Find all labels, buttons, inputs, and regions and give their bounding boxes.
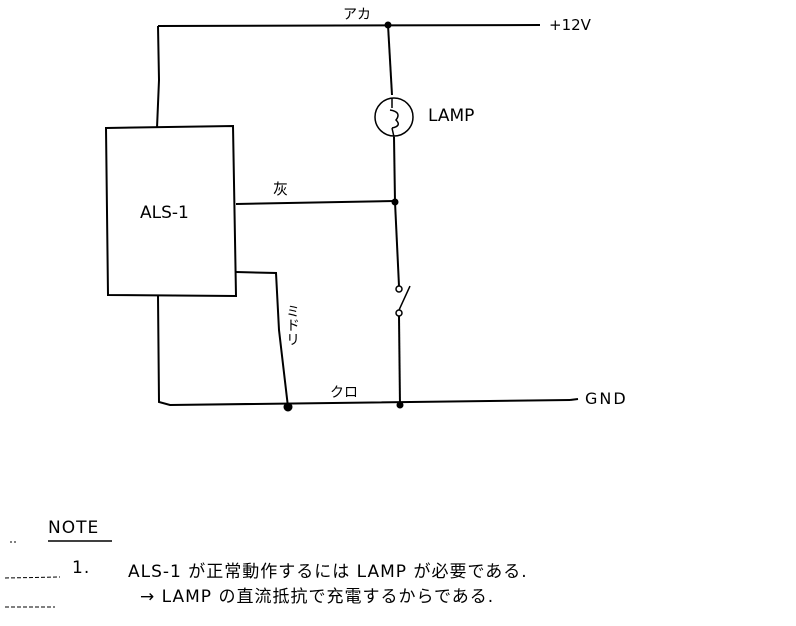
wire-label-gray: 灰 <box>273 180 289 198</box>
wire-switch-top <box>394 201 400 287</box>
note-heading: NOTE <box>48 518 100 538</box>
als1-box <box>104 124 238 298</box>
wire-red <box>157 24 541 27</box>
switch-lever <box>398 285 411 311</box>
ground-label: GND <box>585 389 628 408</box>
wire-label-green: ミドリ <box>284 304 300 346</box>
note-line-2: → LAMP の直流抵抗で充電するからである. <box>140 587 495 607</box>
note-line-1: ALS-1 が正常動作するには LAMP が必要である. <box>128 562 528 582</box>
wire-green <box>235 271 289 408</box>
wire-red-down <box>156 25 161 129</box>
wire-switch-bottom <box>398 315 401 407</box>
note-item-number: 1. <box>72 558 91 578</box>
wire-black <box>157 295 571 407</box>
als1-label: ALS-1 <box>140 203 189 223</box>
wire-lamp-bottom <box>393 136 396 203</box>
wire-label-black: クロ <box>330 385 358 401</box>
lamp-symbol <box>374 97 414 137</box>
lamp-label: LAMP <box>428 106 475 126</box>
wire-label-red: アカ <box>343 7 371 23</box>
supply-label: +12V <box>549 16 591 34</box>
wire-lamp-top <box>387 24 393 96</box>
wire-gray <box>235 200 396 205</box>
